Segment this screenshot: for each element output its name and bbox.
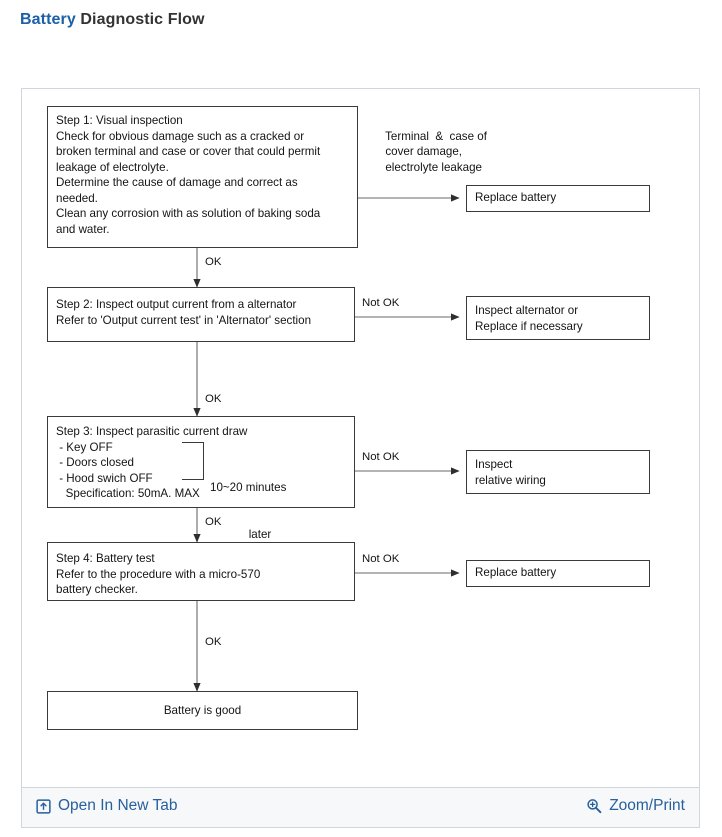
fault-condition-line-3: electrolyte leakage bbox=[385, 160, 483, 174]
step4-line-3: battery checker. bbox=[56, 583, 138, 596]
open-in-new-tab-button[interactable]: Open In New Tab bbox=[36, 797, 177, 815]
diagram-panel: Step 1: Visual inspection Check for obvi… bbox=[21, 88, 700, 788]
inspect-wiring-line-1: Inspect bbox=[475, 458, 513, 471]
flow-connectors bbox=[193, 194, 460, 692]
open-in-new-tab-label: Open In New Tab bbox=[58, 797, 178, 814]
step1-line-8: and water. bbox=[56, 222, 110, 236]
annotation-wait-note: 10~20 minutes later bbox=[210, 449, 310, 573]
edge-label-ok-step4-good: OK bbox=[205, 636, 222, 648]
flowchart: Step 1: Visual inspection Check for obvi… bbox=[22, 89, 701, 789]
page-title: Battery Diagnostic Flow bbox=[20, 11, 205, 29]
zoom-print-label: Zoom/Print bbox=[609, 797, 685, 814]
fault-condition-line-1: Terminal & case of bbox=[385, 129, 487, 143]
edge-label-ok-step1-step2: OK bbox=[205, 256, 222, 268]
wait-note-line-1: 10~20 minutes bbox=[210, 481, 287, 494]
page-title-accent: Battery bbox=[20, 11, 76, 28]
flow-node-inspect-relative-wiring: Inspect relative wiring bbox=[466, 450, 650, 494]
wait-note-line-2: later bbox=[248, 527, 272, 541]
step3-line-3: - Doors closed bbox=[56, 456, 134, 469]
edge-label-ok-step2-step3: OK bbox=[205, 393, 222, 405]
open-in-new-tab-icon bbox=[36, 798, 51, 814]
step3-line-4: - Hood swich OFF bbox=[56, 471, 153, 485]
flow-node-inspect-alternator: Inspect alternator or Replace if necessa… bbox=[466, 296, 650, 340]
flow-node-replace-battery-2: Replace battery bbox=[466, 560, 650, 587]
step1-line-5: Determine the cause of damage and correc… bbox=[56, 176, 298, 189]
edge-label-ok-step3-step4: OK bbox=[205, 516, 222, 528]
edge-label-not-ok-step3: Not OK bbox=[362, 451, 400, 463]
replace-battery-2-line-1: Replace battery bbox=[475, 566, 557, 579]
flow-node-replace-battery-1: Replace battery bbox=[466, 185, 650, 212]
step3-line-5: Specification: 50mA. MAX bbox=[56, 487, 200, 500]
step3-line-2: - Key OFF bbox=[56, 440, 113, 454]
step1-line-4: leakage of electrolyte. bbox=[56, 160, 169, 174]
step2-line-2: Refer to 'Output current test' in 'Alter… bbox=[56, 313, 312, 327]
battery-is-good-label: Battery is good bbox=[163, 703, 242, 717]
flow-node-step1: Step 1: Visual inspection Check for obvi… bbox=[47, 106, 358, 248]
step3-line-1: Step 3: Inspect parasitic current draw bbox=[56, 425, 248, 438]
diagram-footer-bar: Open In New Tab Zoom/Print bbox=[21, 788, 700, 828]
step1-line-6: needed. bbox=[56, 191, 98, 205]
step1-line-1: Step 1: Visual inspection bbox=[56, 114, 183, 127]
step1-line-7: Clean any corrosion with as solution of … bbox=[56, 207, 321, 220]
replace-battery-1-line-1: Replace battery bbox=[475, 191, 557, 204]
edge-label-not-ok-step4: Not OK bbox=[362, 553, 400, 565]
step4-line-1: Step 4: Battery test bbox=[56, 552, 155, 565]
step2-line-1: Step 2: Inspect output current from a al… bbox=[56, 298, 297, 311]
step1-line-3: broken terminal and case or cover that c… bbox=[56, 145, 321, 158]
grouping-bracket bbox=[182, 442, 204, 480]
flow-node-step4: Step 4: Battery test Refer to the proced… bbox=[47, 542, 355, 601]
zoom-print-button[interactable]: Zoom/Print bbox=[586, 797, 685, 815]
magnifier-plus-icon bbox=[586, 798, 602, 814]
step4-line-2: Refer to the procedure with a micro-570 bbox=[56, 567, 261, 581]
step1-line-2: Check for obvious damage such as a crack… bbox=[56, 129, 305, 143]
flow-node-step2: Step 2: Inspect output current from a al… bbox=[47, 287, 355, 342]
annotation-fault-condition: Terminal & case of cover damage, electro… bbox=[366, 113, 487, 191]
page-title-rest: Diagnostic Flow bbox=[80, 11, 205, 28]
edge-label-not-ok-step2: Not OK bbox=[362, 297, 400, 309]
inspect-alternator-line-2: Replace if necessary bbox=[475, 319, 583, 333]
flow-node-battery-is-good: Battery is good bbox=[47, 691, 358, 730]
fault-condition-line-2: cover damage, bbox=[385, 145, 463, 158]
inspect-wiring-line-2: relative wiring bbox=[475, 473, 546, 487]
flow-node-step3: Step 3: Inspect parasitic current draw -… bbox=[47, 416, 355, 508]
inspect-alternator-line-1: Inspect alternator or bbox=[475, 304, 579, 317]
